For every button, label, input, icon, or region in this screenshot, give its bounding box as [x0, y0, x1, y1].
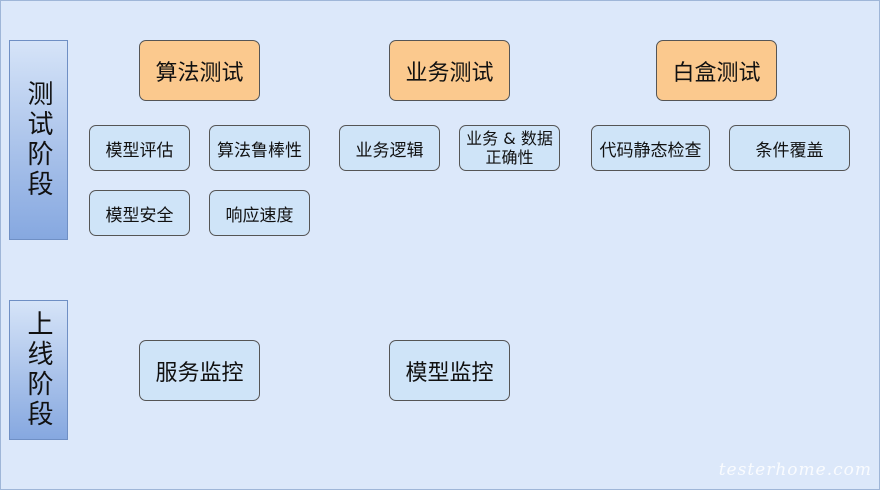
item-model-monitor: 模型监控: [389, 340, 510, 401]
watermark: testerhome.com: [718, 460, 872, 480]
category-algorithm-test: 算法测试: [139, 40, 260, 101]
item-algo-robustness: 算法鲁棒性: [209, 125, 310, 171]
item-algo-robustness-label: 算法鲁棒性: [217, 140, 302, 161]
item-model-security: 模型安全: [89, 190, 190, 236]
category-business-test-label: 业务测试: [405, 60, 494, 86]
stage-testing: 测试阶段: [9, 40, 68, 240]
item-service-monitor: 服务监控: [139, 340, 260, 401]
item-response-speed-label: 响应速度: [225, 205, 294, 226]
item-service-monitor-label: 服务监控: [155, 360, 244, 386]
item-business-logic-label: 业务逻辑: [355, 140, 424, 161]
category-algorithm-test-label: 算法测试: [155, 60, 244, 86]
item-business-data-line2: 正确性: [485, 148, 534, 167]
stage-online: 上线阶段: [9, 300, 68, 440]
item-condition-coverage-label: 条件覆盖: [755, 140, 824, 161]
item-model-monitor-label: 模型监控: [405, 360, 494, 386]
stage-online-label: 上线阶段: [23, 310, 53, 430]
item-business-data-line1: 业务 & 数据: [466, 129, 553, 148]
category-whitebox-test: 白盒测试: [656, 40, 777, 101]
item-static-code-check: 代码静态检查: [591, 125, 710, 171]
category-business-test: 业务测试: [389, 40, 510, 101]
item-condition-coverage: 条件覆盖: [729, 125, 850, 171]
item-model-security-label: 模型安全: [105, 205, 174, 226]
item-model-eval: 模型评估: [89, 125, 190, 171]
item-business-logic: 业务逻辑: [339, 125, 440, 171]
item-model-eval-label: 模型评估: [105, 140, 174, 161]
item-response-speed: 响应速度: [209, 190, 310, 236]
category-whitebox-test-label: 白盒测试: [672, 60, 761, 86]
stage-testing-label: 测试阶段: [23, 80, 53, 200]
item-business-data-correctness: 业务 & 数据 正确性: [459, 125, 560, 171]
item-static-code-check-label: 代码静态检查: [599, 140, 702, 161]
